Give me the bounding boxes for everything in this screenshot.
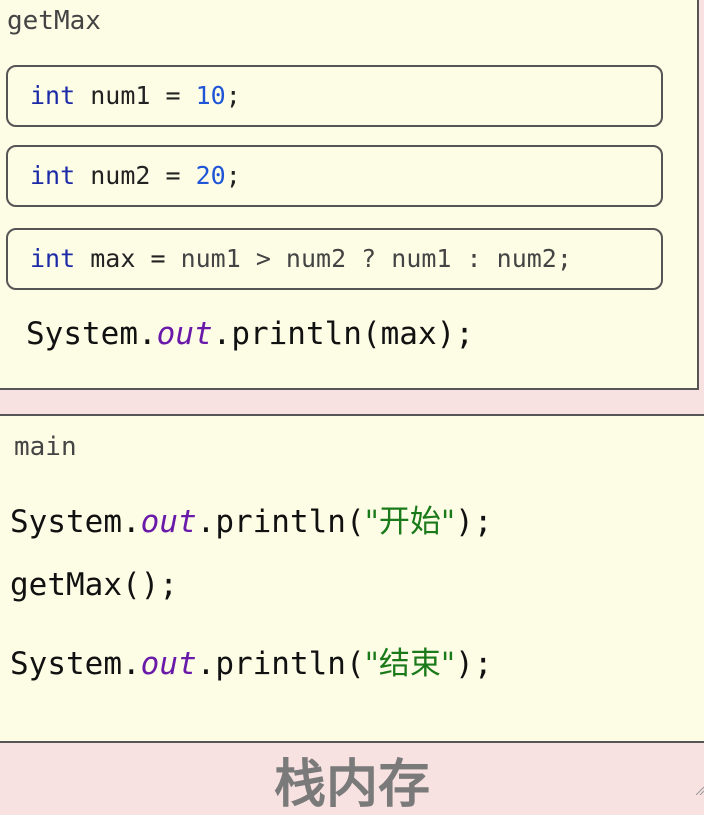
- variable-box-num1: int num1 = 10;: [6, 65, 663, 127]
- code-mid: .println(: [196, 646, 365, 682]
- frame-title: main: [14, 432, 77, 462]
- code-end: );: [455, 646, 493, 682]
- getmax-stack-frame: getMax int num1 = 10; int num2 = 20; int…: [0, 0, 699, 390]
- code-end: );: [455, 504, 493, 540]
- stack-memory-label: 栈内存: [273, 755, 430, 815]
- string-literal: "开始": [364, 504, 456, 540]
- code-prefix: System.: [10, 504, 141, 540]
- main-stack-frame: main System.out.println("开始"); getMax();…: [0, 414, 704, 743]
- type-keyword: int: [30, 81, 76, 110]
- code-prefix: System.: [26, 316, 157, 352]
- code-mid: .println(: [196, 504, 365, 540]
- print-max-line: System.out.println(max);: [26, 316, 474, 352]
- var-name: num1: [90, 81, 151, 110]
- out-field: out: [156, 316, 213, 352]
- out-field: out: [140, 646, 197, 682]
- semicolon: ;: [225, 161, 241, 190]
- var-value: 20: [195, 161, 226, 190]
- code-suffix: .println(max);: [212, 316, 474, 352]
- ternary-expression: num1 > num2 ? num1 : num2;: [180, 244, 572, 273]
- equals-sign: =: [165, 81, 181, 110]
- frame-title: getMax: [7, 6, 101, 36]
- type-keyword: int: [30, 161, 76, 190]
- getmax-call-line: getMax();: [10, 567, 178, 603]
- print-start-line: System.out.println("开始");: [10, 496, 493, 541]
- equals-sign: =: [150, 244, 166, 273]
- type-keyword: int: [30, 244, 76, 273]
- out-field: out: [140, 504, 197, 540]
- string-literal: "结束": [364, 646, 456, 682]
- var-value: 10: [195, 81, 226, 110]
- code-prefix: System.: [10, 646, 141, 682]
- equals-sign: =: [165, 161, 181, 190]
- variable-box-max: int max = num1 > num2 ? num1 : num2;: [6, 228, 663, 290]
- var-name: num2: [90, 161, 151, 190]
- print-end-line: System.out.println("结束");: [10, 638, 493, 683]
- variable-box-num2: int num2 = 20;: [6, 145, 663, 207]
- var-name: max: [90, 244, 136, 273]
- semicolon: ;: [225, 81, 241, 110]
- resize-grip-icon[interactable]: [694, 785, 704, 795]
